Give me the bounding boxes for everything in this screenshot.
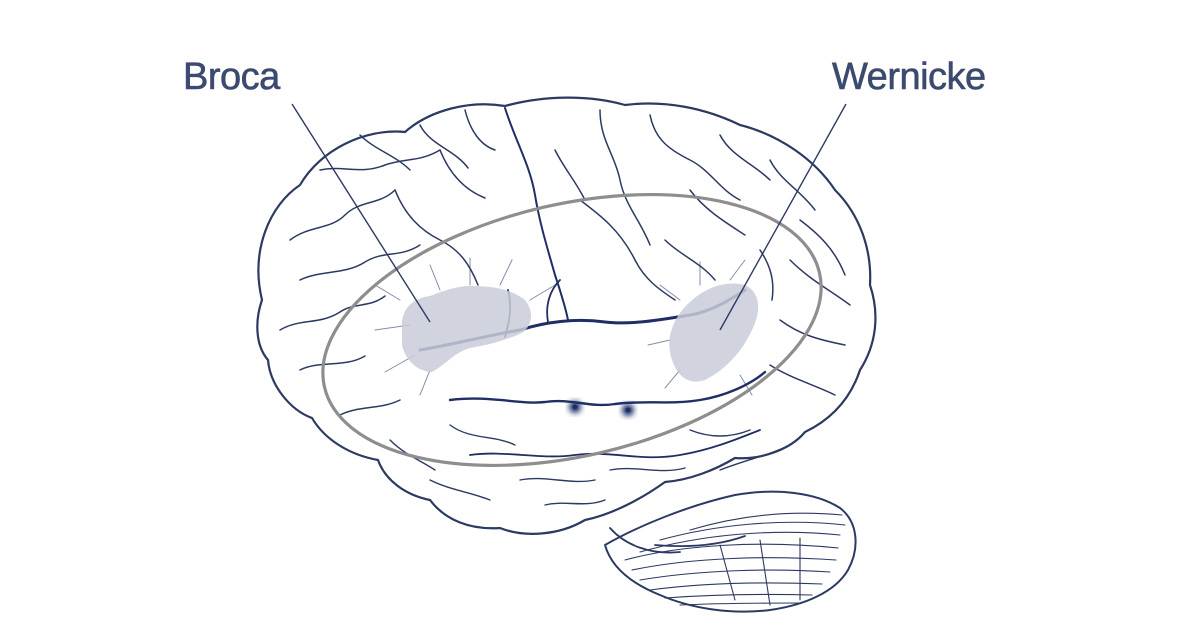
brain-illustration	[256, 96, 877, 613]
central-sulcus	[504, 107, 569, 321]
broca-label: Broca	[183, 56, 281, 98]
cerebellum-outline	[604, 490, 857, 613]
superior-temporal-sulcus	[448, 370, 767, 407]
broca-leader-line	[291, 103, 431, 323]
language-areas	[401, 283, 759, 382]
inferior-temporal-sulcus	[469, 429, 761, 459]
wernicke-label: Wernicke	[832, 56, 987, 98]
brainstem	[609, 527, 746, 554]
wernicke-area	[669, 283, 759, 382]
frontal-gyri	[279, 109, 496, 416]
cerebellum-folia	[624, 512, 846, 606]
broca-area	[401, 286, 532, 372]
parietal-gyri	[554, 109, 851, 396]
cerebrum-outline	[256, 96, 877, 535]
wernicke-leader-line	[719, 103, 847, 331]
temporal-gyri	[389, 424, 791, 506]
language-network-ellipse	[321, 192, 823, 468]
